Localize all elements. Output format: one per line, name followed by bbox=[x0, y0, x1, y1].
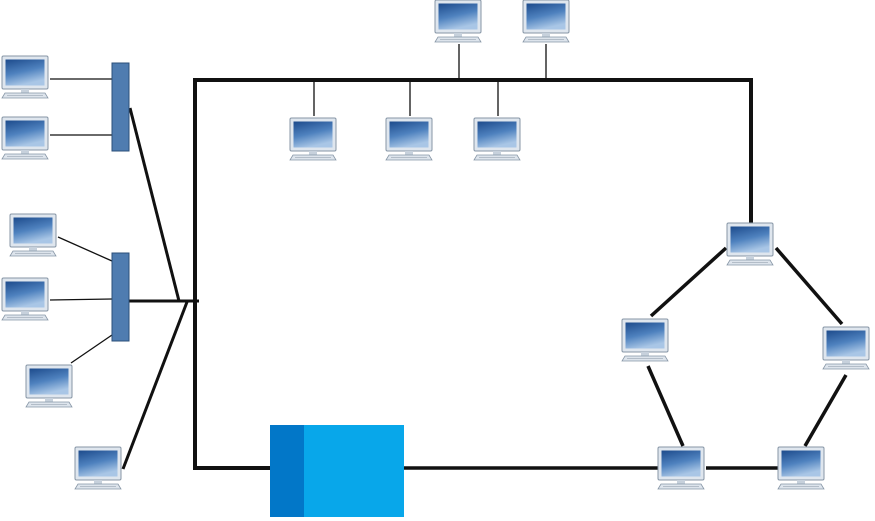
computer-icon bbox=[9, 213, 57, 257]
computer-icon bbox=[726, 222, 774, 266]
computer-icon bbox=[25, 364, 73, 408]
hub2-drop-1 bbox=[57, 236, 113, 262]
computer-icon bbox=[385, 117, 433, 161]
computer-icon bbox=[74, 446, 122, 490]
computer-icon bbox=[1, 116, 49, 160]
hub2-drop-2 bbox=[49, 298, 113, 301]
spoke-upper-hub bbox=[128, 107, 181, 302]
links-layer bbox=[49, 44, 848, 470]
hub2-drop-3 bbox=[70, 334, 113, 364]
hub-icon bbox=[111, 62, 130, 152]
computer-icon bbox=[434, 0, 482, 43]
ring-link-2 bbox=[774, 246, 844, 326]
computer-icon bbox=[1, 277, 49, 321]
computer-icon bbox=[473, 117, 521, 161]
computer-icon bbox=[777, 446, 825, 490]
computer-icon bbox=[1, 55, 49, 99]
computer-icon bbox=[621, 318, 669, 362]
hubs-layer bbox=[111, 62, 130, 342]
computer-icon bbox=[522, 0, 570, 43]
computers-layer bbox=[1, 0, 870, 490]
hub-icon bbox=[111, 252, 130, 342]
computer-icon bbox=[657, 446, 705, 490]
spoke-bottom-pc bbox=[121, 301, 189, 470]
central-device-icon bbox=[270, 425, 404, 517]
bus-backbone bbox=[193, 78, 753, 470]
ring-link-1 bbox=[649, 246, 728, 318]
computer-icon bbox=[289, 117, 337, 161]
ring-link-4 bbox=[803, 374, 848, 447]
ring-link-3 bbox=[646, 365, 685, 447]
computer-icon bbox=[822, 326, 870, 370]
